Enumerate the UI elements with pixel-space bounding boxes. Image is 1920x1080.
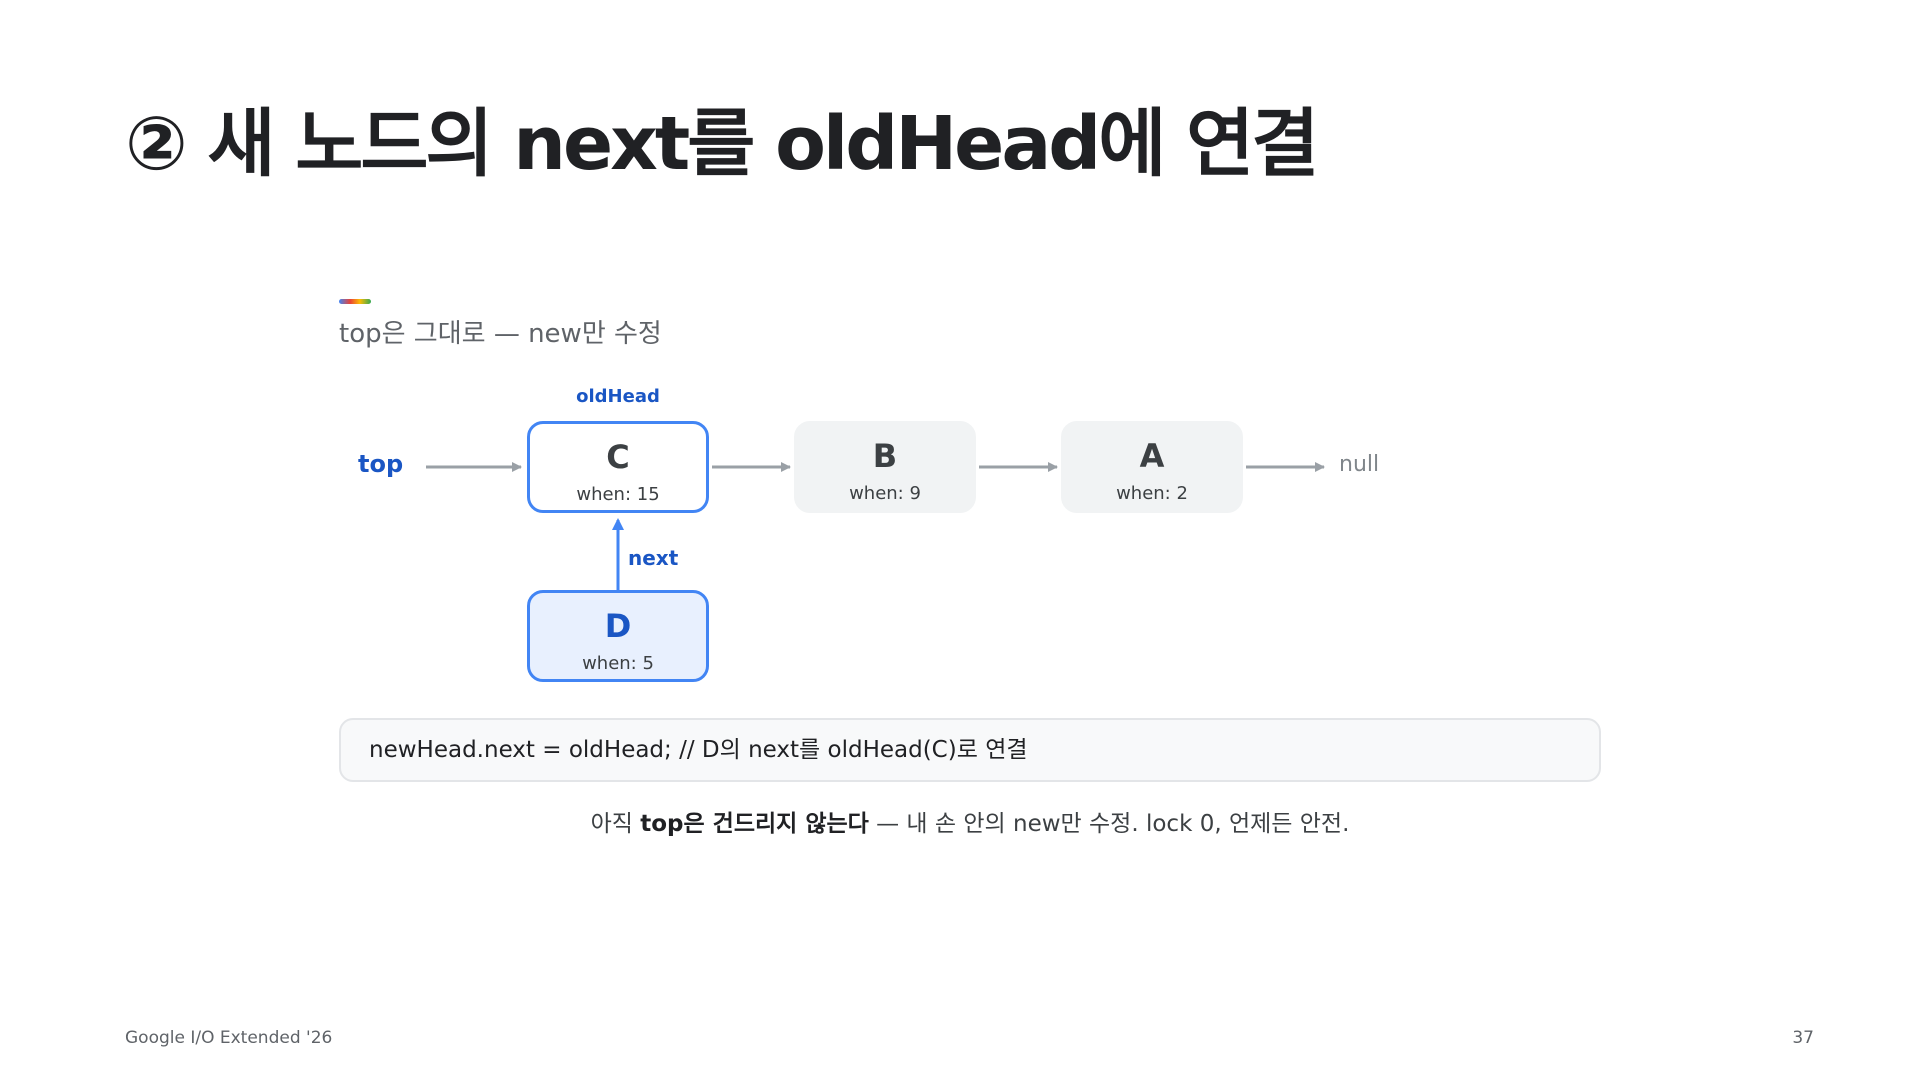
node-d-when: when: 5	[582, 653, 654, 674]
node-b-letter: B	[872, 437, 898, 475]
subtitle-accent-bar	[339, 299, 371, 304]
node-a: A when: 2	[1061, 421, 1243, 513]
node-a-when: when: 2	[1116, 483, 1188, 504]
slide-caption: 아직 top은 건드리지 않는다 — 내 손 안의 new만 수정. lock …	[339, 804, 1601, 838]
node-b: B when: 9	[794, 421, 976, 513]
code-snippet: newHead.next = oldHead; // D의 next를 oldH…	[339, 718, 1601, 782]
caption-prefix: 아직	[590, 811, 641, 837]
diagram-subtitle: top은 그대로 — new만 수정	[339, 319, 662, 349]
slide-title: ② 새 노드의 next를 oldHead에 연결	[125, 101, 1319, 187]
null-label: null	[1339, 452, 1380, 477]
node-c: C when: 15	[527, 421, 709, 513]
node-c-letter: C	[606, 438, 630, 476]
node-c-when: when: 15	[576, 484, 660, 505]
node-d-letter: D	[604, 607, 632, 645]
node-d: D when: 5	[527, 590, 709, 682]
event-footer: Google I/O Extended '26	[125, 1028, 333, 1048]
next-pointer-label: next	[628, 546, 679, 570]
caption-suffix: — 내 손 안의 new만 수정. lock 0, 언제든 안전.	[868, 811, 1350, 837]
top-pointer-label: top	[358, 450, 404, 478]
page-number: 37	[1792, 1028, 1814, 1048]
old-head-label: oldHead	[576, 386, 660, 407]
node-a-letter: A	[1139, 437, 1165, 475]
caption-emphasis: top은 건드리지 않는다	[640, 811, 869, 837]
node-b-when: when: 9	[849, 483, 921, 504]
